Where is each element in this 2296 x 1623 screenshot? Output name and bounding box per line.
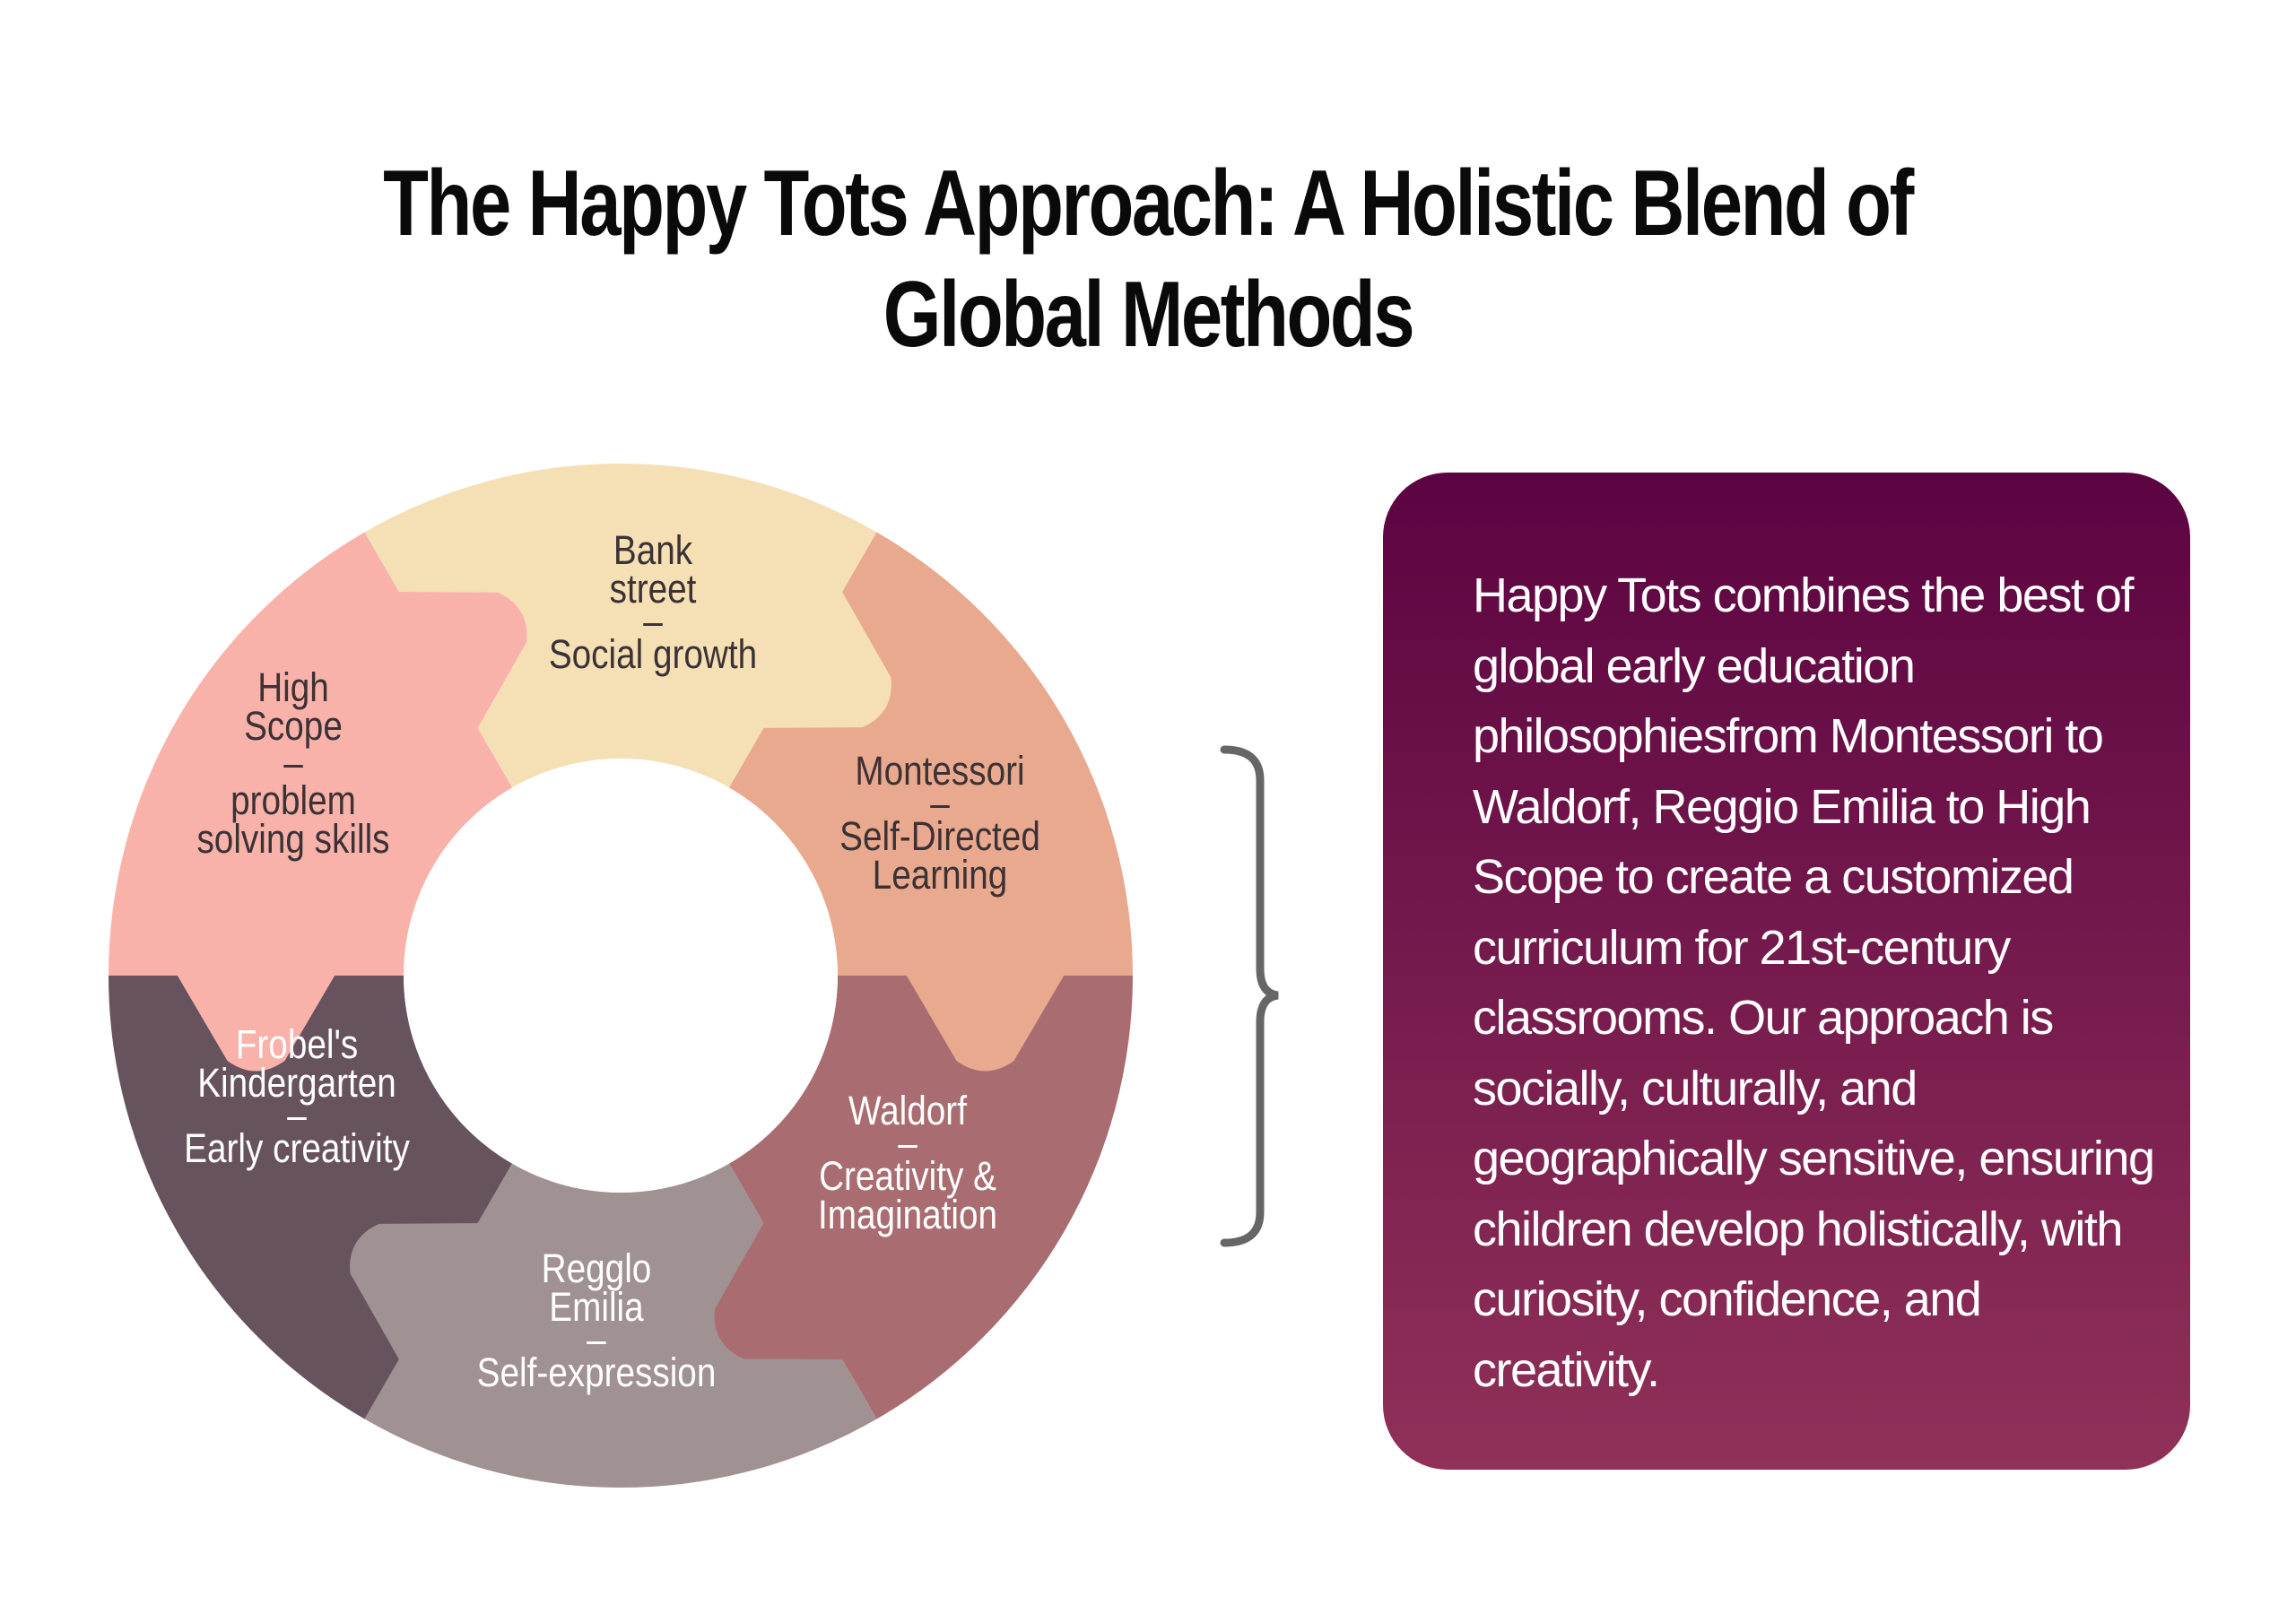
wheel-center-hole xyxy=(404,759,838,1193)
title-line-2: Global Methods xyxy=(883,263,1415,367)
segment-label-waldorf: Waldorf – Creativity & Imagination xyxy=(719,1088,1096,1237)
label-line: Learning xyxy=(872,852,1008,898)
label-line: Regglo xyxy=(541,1245,652,1291)
segment-bank-street xyxy=(364,464,877,788)
label-line: – xyxy=(930,780,950,826)
segment-reggio-emilia xyxy=(364,1163,877,1488)
label-line: street xyxy=(609,566,697,612)
puzzle-tab xyxy=(759,588,891,728)
label-line: Self-Directed xyxy=(839,813,1040,859)
segment-high-scope xyxy=(109,532,512,976)
segment-label-montessori: Montessori – Self-Directed Learning xyxy=(752,748,1128,898)
segment-label-reggio-emilia: Regglo Emilia – Self-expression xyxy=(408,1245,785,1395)
label-line: Scope xyxy=(244,703,343,749)
label-line: problem xyxy=(230,777,356,823)
label-line: Kindergarten xyxy=(197,1060,396,1106)
label-line: Social growth xyxy=(548,631,758,677)
label-line: Imagination xyxy=(817,1192,998,1237)
label-line: – xyxy=(587,1316,606,1362)
label-line: Waldorf xyxy=(848,1088,967,1133)
puzzle-tab xyxy=(714,1219,847,1359)
label-line: – xyxy=(643,598,663,644)
label-line: solving skills xyxy=(196,816,390,862)
puzzle-tab xyxy=(904,972,1066,1072)
page-title: The Happy Tots Approach: A Holistic Blen… xyxy=(0,148,2296,370)
label-line: – xyxy=(287,1092,307,1138)
label-line: Bank xyxy=(613,527,693,573)
label-line: Early creativity xyxy=(184,1125,410,1171)
label-line: Frobel's xyxy=(235,1021,359,1067)
label-line: – xyxy=(898,1120,918,1166)
curly-bracket-icon xyxy=(1220,745,1279,1247)
puzzle-tab xyxy=(395,592,527,732)
label-line: Self-expression xyxy=(476,1350,717,1395)
label-line: Emilia xyxy=(549,1284,644,1330)
segment-label-frobels-kindergarten: Frobel's Kindergarten – Early creativity xyxy=(109,1021,485,1171)
label-line: Creativity & xyxy=(819,1153,996,1199)
segment-waldorf xyxy=(729,976,1133,1419)
puzzle-tab xyxy=(350,1223,483,1363)
segment-label-bank-street: Bank street – Social growth xyxy=(465,527,841,677)
puzzle-tab xyxy=(175,972,337,1072)
label-line: High xyxy=(257,664,329,710)
title-line-1: The Happy Tots Approach: A Holistic Blen… xyxy=(383,152,1915,256)
label-line: Montessori xyxy=(855,748,1025,794)
label-line: – xyxy=(283,740,303,785)
description-card: Happy Tots combines the best of global e… xyxy=(1383,473,2190,1470)
description-text: Happy Tots combines the best of global e… xyxy=(1473,568,2155,1397)
segment-label-high-scope: High Scope – problem solving skills xyxy=(105,664,482,862)
